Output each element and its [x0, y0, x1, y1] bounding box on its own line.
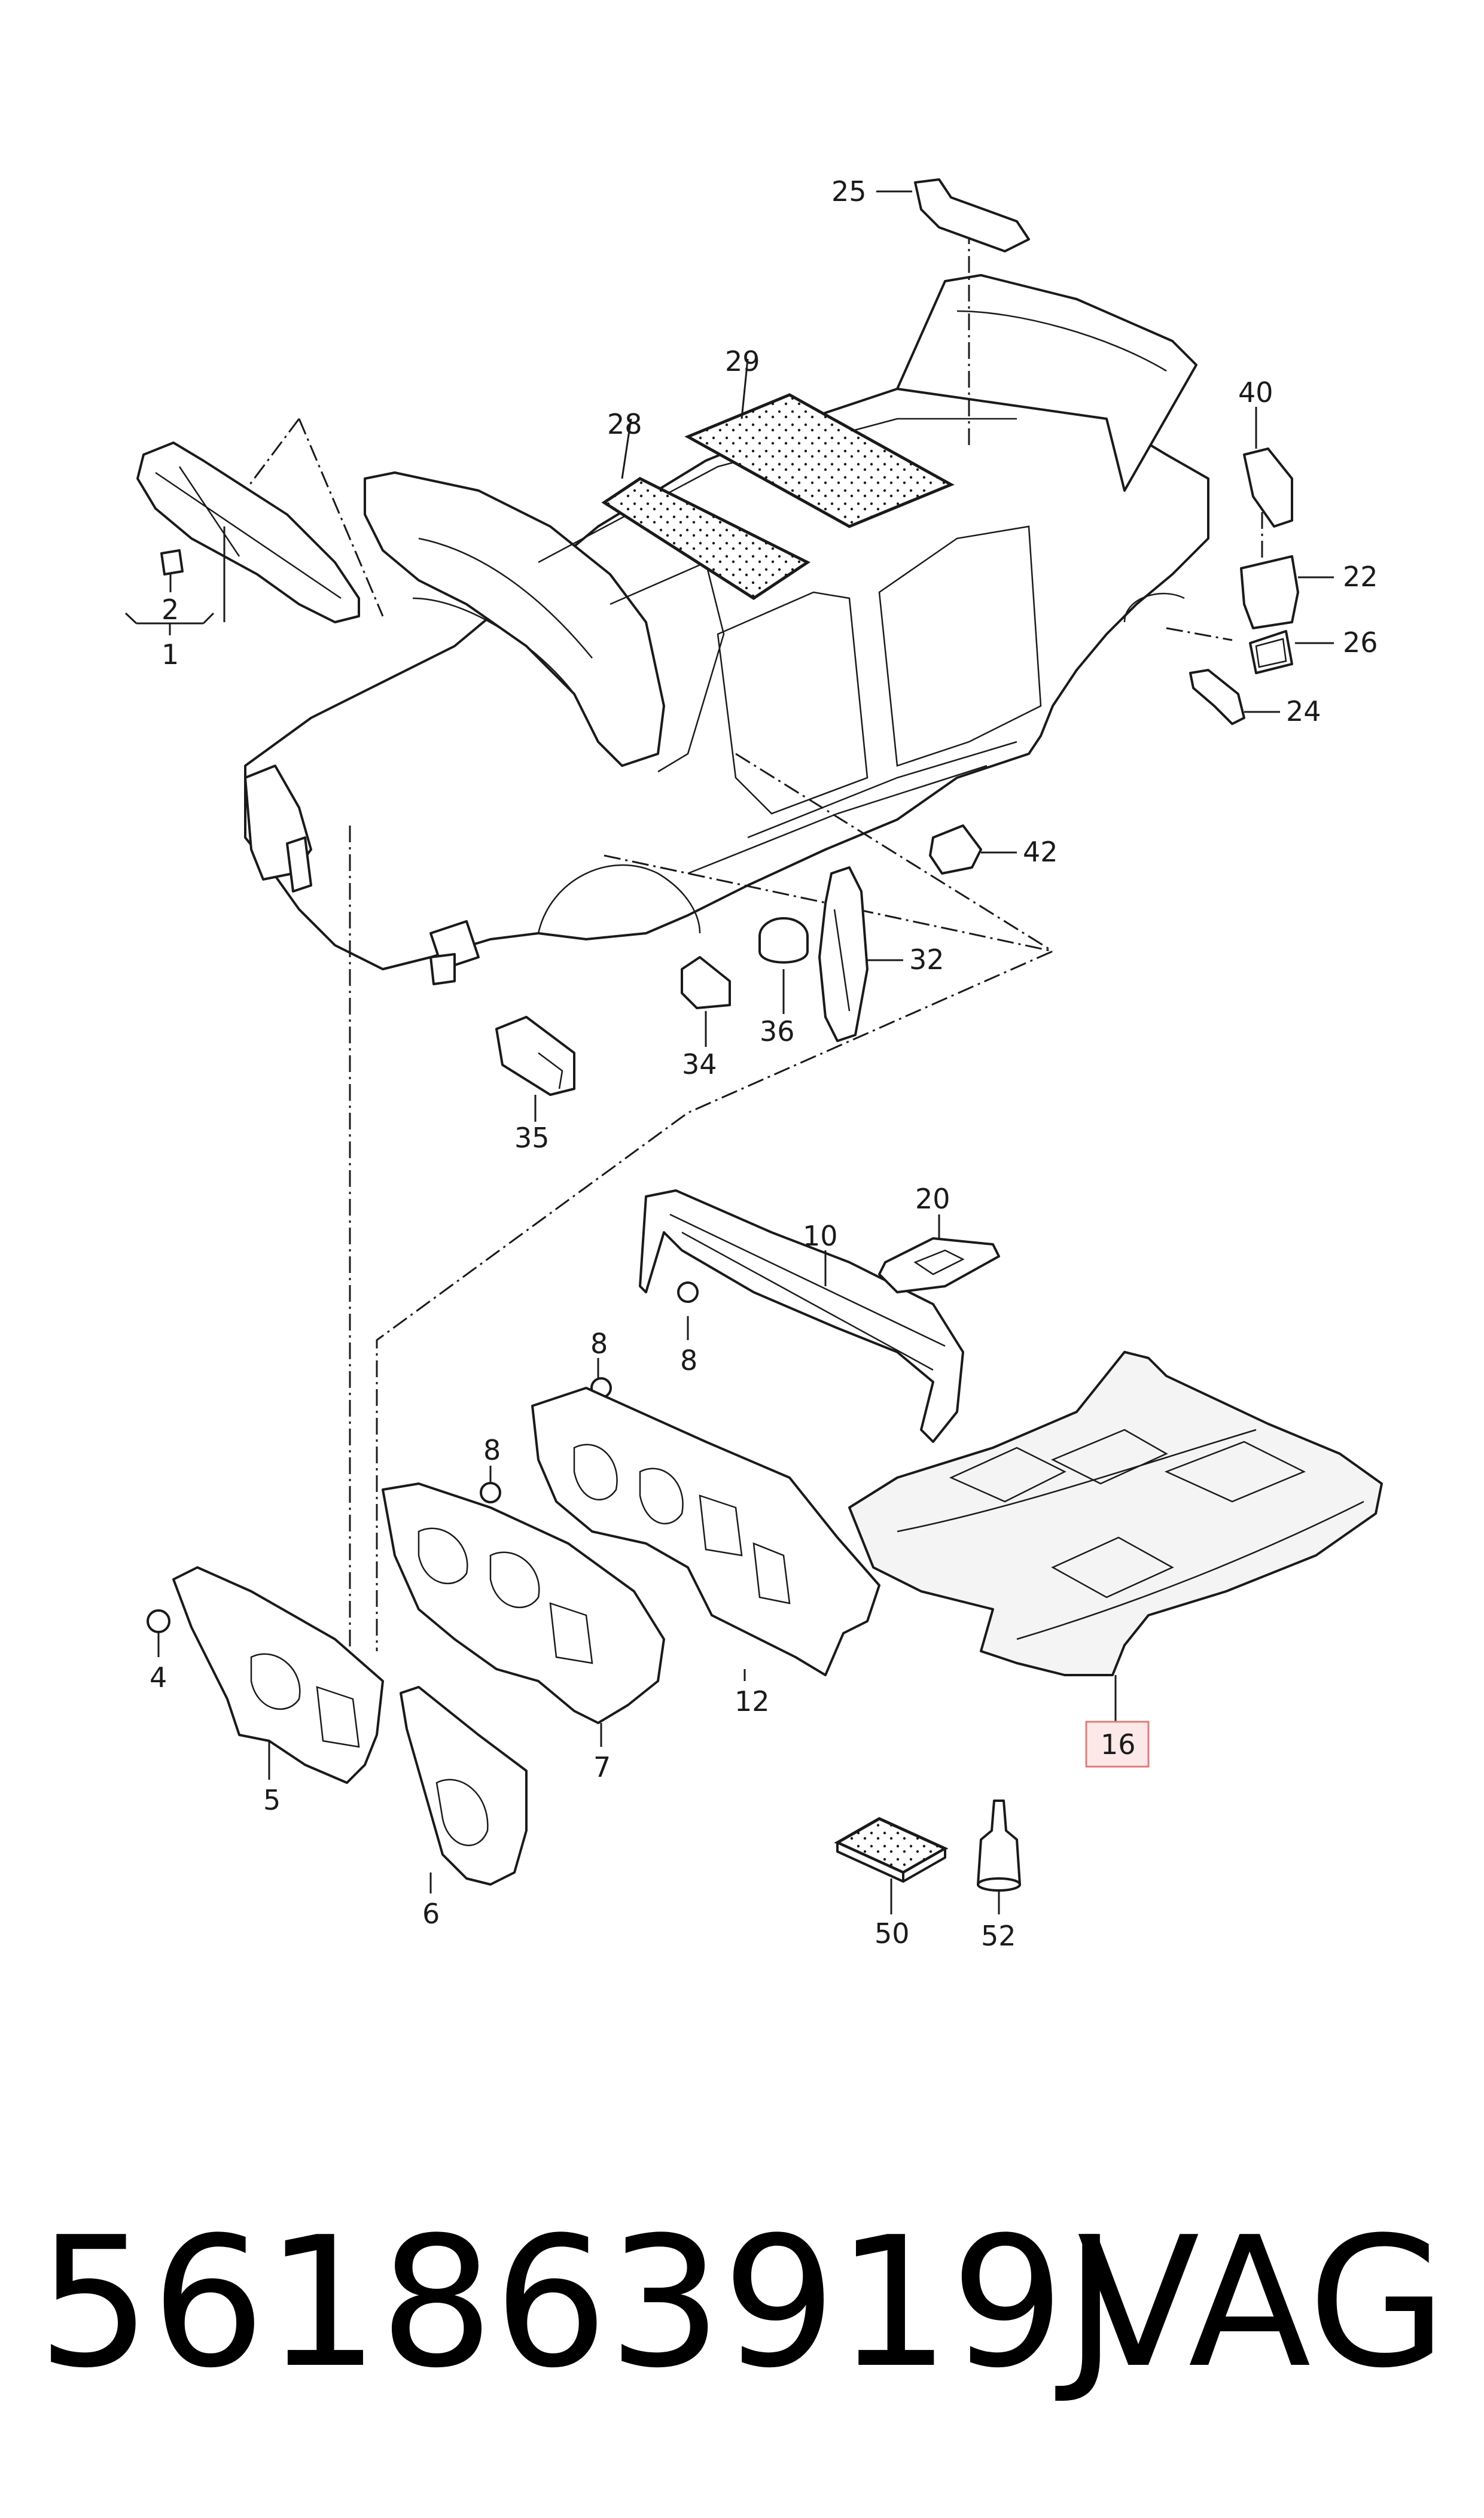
part-number: 561863919J [37, 2199, 1118, 2407]
callout-52: 52 [981, 1920, 1016, 1952]
callout-8-mid: 8 [680, 1344, 697, 1377]
part-36-plug [758, 917, 809, 964]
part-24-seal [1189, 669, 1245, 725]
callout-24: 24 [1286, 695, 1321, 727]
callout-labels: 25 29 28 40 22 26 24 2 1 42 32 36 34 35 … [150, 175, 1378, 1952]
part-8-clip-a [677, 1281, 699, 1303]
part-8-clip-c [480, 1482, 501, 1503]
part-29-roof-pad [684, 393, 955, 528]
callout-7: 7 [593, 1751, 611, 1783]
part-40-trim [1243, 447, 1293, 528]
part-34-pad [681, 956, 731, 1009]
part-20-pad [878, 1237, 1000, 1293]
part-2-clip [160, 549, 184, 576]
callout-26: 26 [1343, 626, 1378, 659]
part-6-insulation [400, 1686, 528, 1886]
part-50-pad [834, 1817, 949, 1883]
part-42-block [929, 824, 982, 875]
callout-28: 28 [607, 408, 642, 440]
callout-50: 50 [874, 1917, 910, 1950]
part-5-insulation [172, 1566, 384, 1784]
callout-36: 36 [760, 1015, 795, 1048]
callout-34: 34 [682, 1048, 717, 1080]
part-52-bottle [977, 1800, 1021, 1892]
callout-4: 4 [150, 1661, 167, 1694]
callout-8-top: 8 [590, 1327, 608, 1360]
part-10-plenum [639, 1189, 964, 1443]
callout-16: 16 [1101, 1728, 1136, 1761]
callout-2: 2 [161, 593, 179, 626]
part-4-clip [147, 1609, 170, 1633]
callout-35: 35 [514, 1122, 550, 1154]
part-32-panel [818, 866, 869, 1042]
callout-40: 40 [1238, 376, 1273, 409]
part-22-bracket [1240, 555, 1299, 629]
callout-8-left: 8 [483, 1434, 501, 1466]
callout-29: 29 [725, 345, 760, 377]
part-25-insulation [914, 178, 1030, 252]
car-body-shell [244, 274, 1209, 985]
callout-25: 25 [831, 175, 867, 208]
part-35-bracket [495, 1016, 575, 1096]
part-7-insulation [382, 1482, 665, 1724]
callout-20: 20 [915, 1183, 950, 1215]
callout-1: 1 [161, 638, 179, 671]
callout-22: 22 [1343, 561, 1378, 593]
callout-6: 6 [422, 1898, 440, 1930]
part-16-floor-carpet [848, 1351, 1383, 1676]
part-28-roof-pad [601, 477, 810, 600]
callout-5: 5 [263, 1784, 281, 1816]
leader-lines [124, 190, 1334, 1914]
callout-32: 32 [909, 943, 944, 976]
part-1-front-panel [136, 442, 360, 623]
callout-16-highlight [1085, 1721, 1150, 1768]
part-26-grommet [1249, 630, 1293, 674]
brand-name: VAG [1077, 2199, 1447, 2407]
callout-12: 12 [735, 1685, 770, 1718]
callout-42: 42 [1023, 836, 1058, 868]
callout-10: 10 [803, 1220, 838, 1252]
part-12-bulkhead-insulation [531, 1387, 880, 1676]
